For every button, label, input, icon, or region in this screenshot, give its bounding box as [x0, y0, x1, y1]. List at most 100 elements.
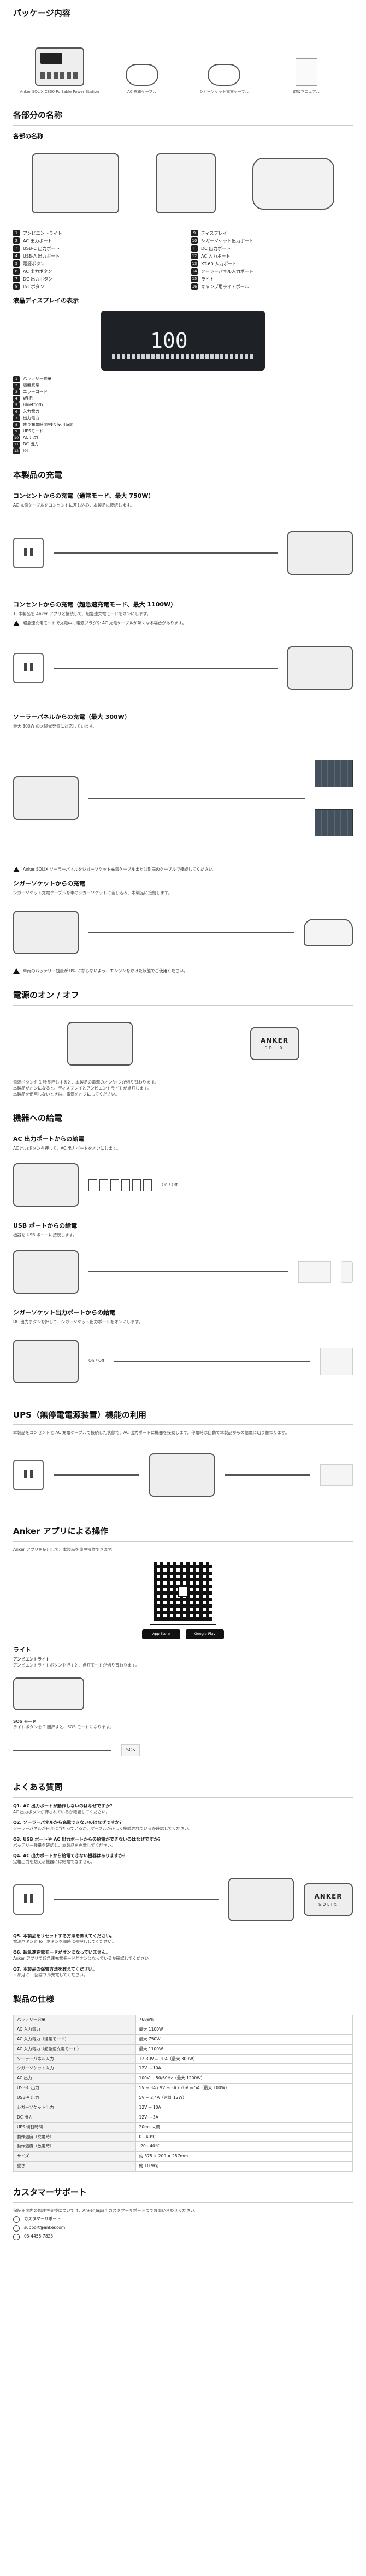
- section-title-package: パッケージ内容: [13, 8, 70, 18]
- faq-item: Q4. AC 出力ポートから給電できない機器はありますか？定格出力を超える機器に…: [13, 1853, 128, 1864]
- table-row: AC 入力電力（超急速充電モード）最大 1100W: [13, 2044, 353, 2055]
- table-row: AC 入力電力（通常モード）最大 750W: [13, 2034, 353, 2045]
- power-note-2: 本製品がオンになると、ディスプレイとアンビエントライトが点灯します。: [13, 1085, 152, 1091]
- cable-image: [208, 63, 241, 86]
- package-contents: Anker SOLIX C800 Portable Power Station …: [13, 29, 353, 94]
- support-tel[interactable]: 03-4455-7823: [13, 2233, 353, 2240]
- power-station-image: [35, 47, 84, 86]
- sos-label: SOS: [121, 1744, 140, 1757]
- cable-image: [125, 63, 158, 86]
- manual-image: [295, 58, 317, 86]
- on-off-label: On / Off: [162, 1182, 178, 1187]
- devices-usb-diagram: [13, 1242, 353, 1302]
- device-side-image: [155, 153, 216, 214]
- power-station-image: [149, 1453, 215, 1497]
- ups-note: 本製品をコンセントと AC 充電ケーブルで接続した状態で、AC 出力ポートに機器…: [13, 1430, 290, 1436]
- package-item-label: シガーソケット充電ケーブル: [199, 89, 249, 94]
- warning-icon: [13, 867, 20, 873]
- faq-item: Q7. 本製品の保管方法を教えてください。3 か月に 1 回はフル充電してくださ…: [13, 1966, 97, 1978]
- devices-car-note: DC 出力ボタンを押して、シガーソケット出力ポートをオンにします。: [13, 1319, 143, 1324]
- warning: 超急速充電モードで充電中に電源プラグや AC 充電ケーブルが熱くなる場合がありま…: [13, 620, 353, 627]
- power-station-image: [13, 1250, 79, 1294]
- table-row: サイズ約 375 × 209 × 257mm: [13, 2151, 353, 2162]
- charging-ultra-title: コンセントからの充電（超急速充電モード、最大 1100W）: [13, 600, 177, 608]
- faq-item: Q3. USB ポートや AC 出力ポートからの給電ができないのはなぜですか？バ…: [13, 1836, 163, 1848]
- power-station-image: [13, 1339, 79, 1383]
- warning: 車両のバッテリー残量が 0% にならないよう、エンジンをかけた状態でご使用くださ…: [13, 968, 353, 974]
- section-title-faq: よくある質問: [13, 1782, 63, 1793]
- ambient-title: アンビエントライト: [13, 1656, 50, 1662]
- app-store-button[interactable]: App Store: [142, 1629, 180, 1639]
- warning-icon: [13, 620, 20, 626]
- wall-outlet-icon: [13, 1884, 44, 1915]
- power-note-3: 本製品を使用しないときは、電源をオフにしてください。: [13, 1091, 120, 1097]
- power-station-image: [13, 911, 79, 955]
- laptop-icon: [298, 1260, 331, 1283]
- car-icon: [304, 919, 353, 947]
- support-email[interactable]: support@anker.com: [13, 2224, 353, 2232]
- mail-icon: [13, 2224, 20, 2232]
- on-off-label: On / Off: [88, 1358, 105, 1364]
- table-row: 動作温度（充電時）0 - 40℃: [13, 2132, 353, 2143]
- package-item-label: Anker SOLIX C800 Portable Power Station: [20, 89, 99, 94]
- charging-solar-title: ソーラーパネルからの充電（最大 300W）: [13, 713, 131, 721]
- package-item-label: AC 充電ケーブル: [127, 89, 157, 94]
- support-web[interactable]: カスタマーサポート: [13, 2216, 353, 2223]
- package-item-ac-cable: AC 充電ケーブル: [101, 63, 183, 94]
- faq-item: Q5. 本製品をリセットする方法を教えてください。電源ボタンと IoT ボタンを…: [13, 1933, 116, 1944]
- ambient-note: アンビエントライトボタンを押すと、点灯モードが切り替わります。: [13, 1662, 140, 1668]
- device-front-image: [31, 153, 119, 214]
- section-title-charging: 本製品の充電: [13, 470, 63, 480]
- charging-ac-diagram: [13, 512, 353, 594]
- device-image: [13, 1677, 84, 1710]
- google-play-button[interactable]: Google Play: [186, 1629, 224, 1639]
- power-station-image: [13, 1163, 79, 1207]
- phone-icon: [13, 2233, 20, 2240]
- solar-panel-image: [315, 809, 353, 837]
- package-item-car-cable: シガーソケット充電ケーブル: [183, 63, 265, 94]
- faq-item: Q1. AC 出力ポートが動作しないのはなぜですか？AC 出力ボタンが押されてい…: [13, 1804, 115, 1814]
- table-row: 動作温度（放電時）-20 - 40℃: [13, 2141, 353, 2152]
- section-title-app: Anker アプリによる操作: [13, 1526, 109, 1537]
- power-station-image: [228, 1877, 294, 1921]
- section-title-support: カスタマーサポート: [13, 2187, 87, 2198]
- ups-diagram: [13, 1439, 353, 1510]
- solar-panel-image: [315, 760, 353, 788]
- wall-outlet-icon: [13, 1460, 44, 1491]
- section-title-devices: 機器への給電: [13, 1113, 63, 1123]
- package-item-manual: 取扱マニュアル: [265, 58, 347, 94]
- power-note-1: 電源ボタンを 1 秒長押しすると、本製品の電源のオン/オフが切り替わります。: [13, 1079, 158, 1085]
- charging-car-diagram: [13, 900, 353, 965]
- app-note: Anker アプリを使用して、本製品を遠隔操作できます。: [13, 1546, 116, 1552]
- package-item-station: Anker SOLIX C800 Portable Power Station: [19, 47, 101, 94]
- charging-solar-diagram: [13, 733, 353, 864]
- devices-car-diagram: On / Off: [13, 1329, 353, 1394]
- cooler-icon: [320, 1347, 353, 1375]
